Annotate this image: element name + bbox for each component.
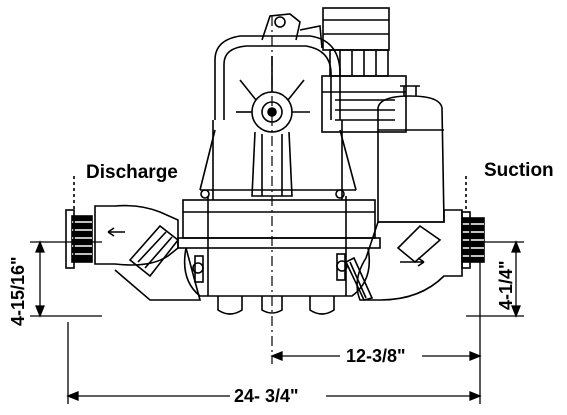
dimension-suction-height: 4-1/4"	[496, 260, 516, 310]
discharge-label: Discharge	[86, 162, 178, 183]
dimension-discharge-height: 4-15/16"	[8, 256, 28, 326]
pump-body	[177, 189, 381, 315]
dimension-overall-width: 24- 3/4"	[234, 386, 299, 406]
dimension-center-to-suction: 12-3/8"	[346, 346, 406, 366]
suction-label: Suction	[484, 160, 554, 181]
dimension-lines	[30, 240, 524, 404]
discharge-nozzle	[65, 176, 202, 301]
suction-nozzle	[344, 176, 485, 301]
